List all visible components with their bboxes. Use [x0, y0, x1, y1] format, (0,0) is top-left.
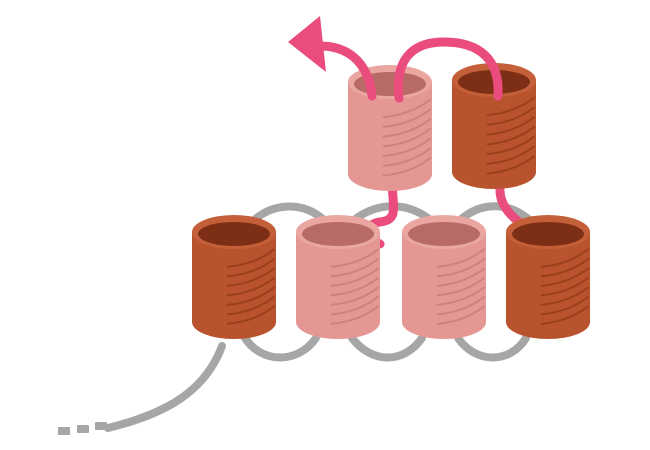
- cylinder-ridge: [226, 286, 275, 306]
- cylinder-ridge: [486, 106, 535, 126]
- cylinder-ridge: [330, 248, 379, 268]
- cylinder-ridge: [436, 277, 485, 297]
- cylinder-ridge: [382, 108, 431, 128]
- cylinder-bottom-4-dark: [506, 215, 590, 339]
- cylinder-ridge: [226, 248, 275, 268]
- cylinder-ridge: [486, 126, 535, 146]
- cylinder-ridge: [540, 258, 589, 278]
- cylinder-ridge: [382, 157, 431, 177]
- cylinder-ridge: [382, 118, 431, 138]
- cylinder-ridge: [436, 296, 485, 316]
- cylinder-ridge: [382, 128, 431, 148]
- cylinder-ridge: [486, 145, 535, 165]
- cylinder-opening: [198, 222, 270, 246]
- cylinder-ridge: [330, 277, 379, 297]
- cylinder-bottom-2-light: [296, 215, 380, 339]
- cylinder-ridge: [436, 286, 485, 306]
- cylinder-ridge: [486, 155, 535, 175]
- cylinder-ridge: [382, 137, 431, 158]
- cylinder-ridge: [436, 258, 485, 278]
- cylinder-ridge: [540, 305, 589, 325]
- cylinder-ridge: [330, 267, 379, 287]
- dashed-chain-end-icon: [58, 422, 107, 435]
- cylinder-bottom-1-dark: [192, 215, 276, 339]
- cylinder-ridge: [486, 116, 535, 136]
- cylinder-ridge: [330, 258, 379, 278]
- cylinder-opening: [512, 222, 584, 246]
- grey-loop-bottom-3: [454, 334, 530, 362]
- cylinder-ridge: [226, 277, 275, 297]
- cylinder-bottom-3-light: [402, 215, 486, 339]
- pink-strand-exit-arc: [315, 41, 377, 101]
- grey-loop-bottom-1: [241, 334, 320, 362]
- cylinder-ridge: [226, 267, 275, 287]
- cylinder-ridge: [226, 258, 275, 278]
- cylinder-ridge: [436, 267, 485, 287]
- cylinder-ridge: [540, 286, 589, 306]
- cylinder-ridge: [486, 135, 535, 156]
- cylinder-ridge: [540, 267, 589, 287]
- cylinder-ridge: [330, 286, 379, 306]
- cylinder-ridge: [540, 248, 589, 268]
- cylinder-ridge: [382, 98, 431, 119]
- arrow-head-icon: [288, 16, 326, 72]
- cylinder-ridge: [330, 305, 379, 325]
- pink-strand-top-arc: [393, 37, 503, 103]
- grey-loop-bottom-2: [348, 334, 426, 362]
- cylinder-opening: [302, 222, 374, 246]
- grey-strand-tail: [104, 342, 226, 432]
- cylinder-ridge: [330, 296, 379, 316]
- cylinder-ridge: [486, 96, 535, 117]
- cylinder-top-light: [348, 65, 432, 191]
- cylinder-ridge: [540, 296, 589, 316]
- cylinder-ridge: [226, 305, 275, 325]
- cylinder-ridge: [540, 277, 589, 297]
- cylinder-ridge: [226, 296, 275, 316]
- cylinder-ridge: [436, 305, 485, 325]
- cylinder-ridge: [382, 147, 431, 167]
- cylinder-opening: [408, 222, 480, 246]
- cylinder-ridge: [436, 248, 485, 268]
